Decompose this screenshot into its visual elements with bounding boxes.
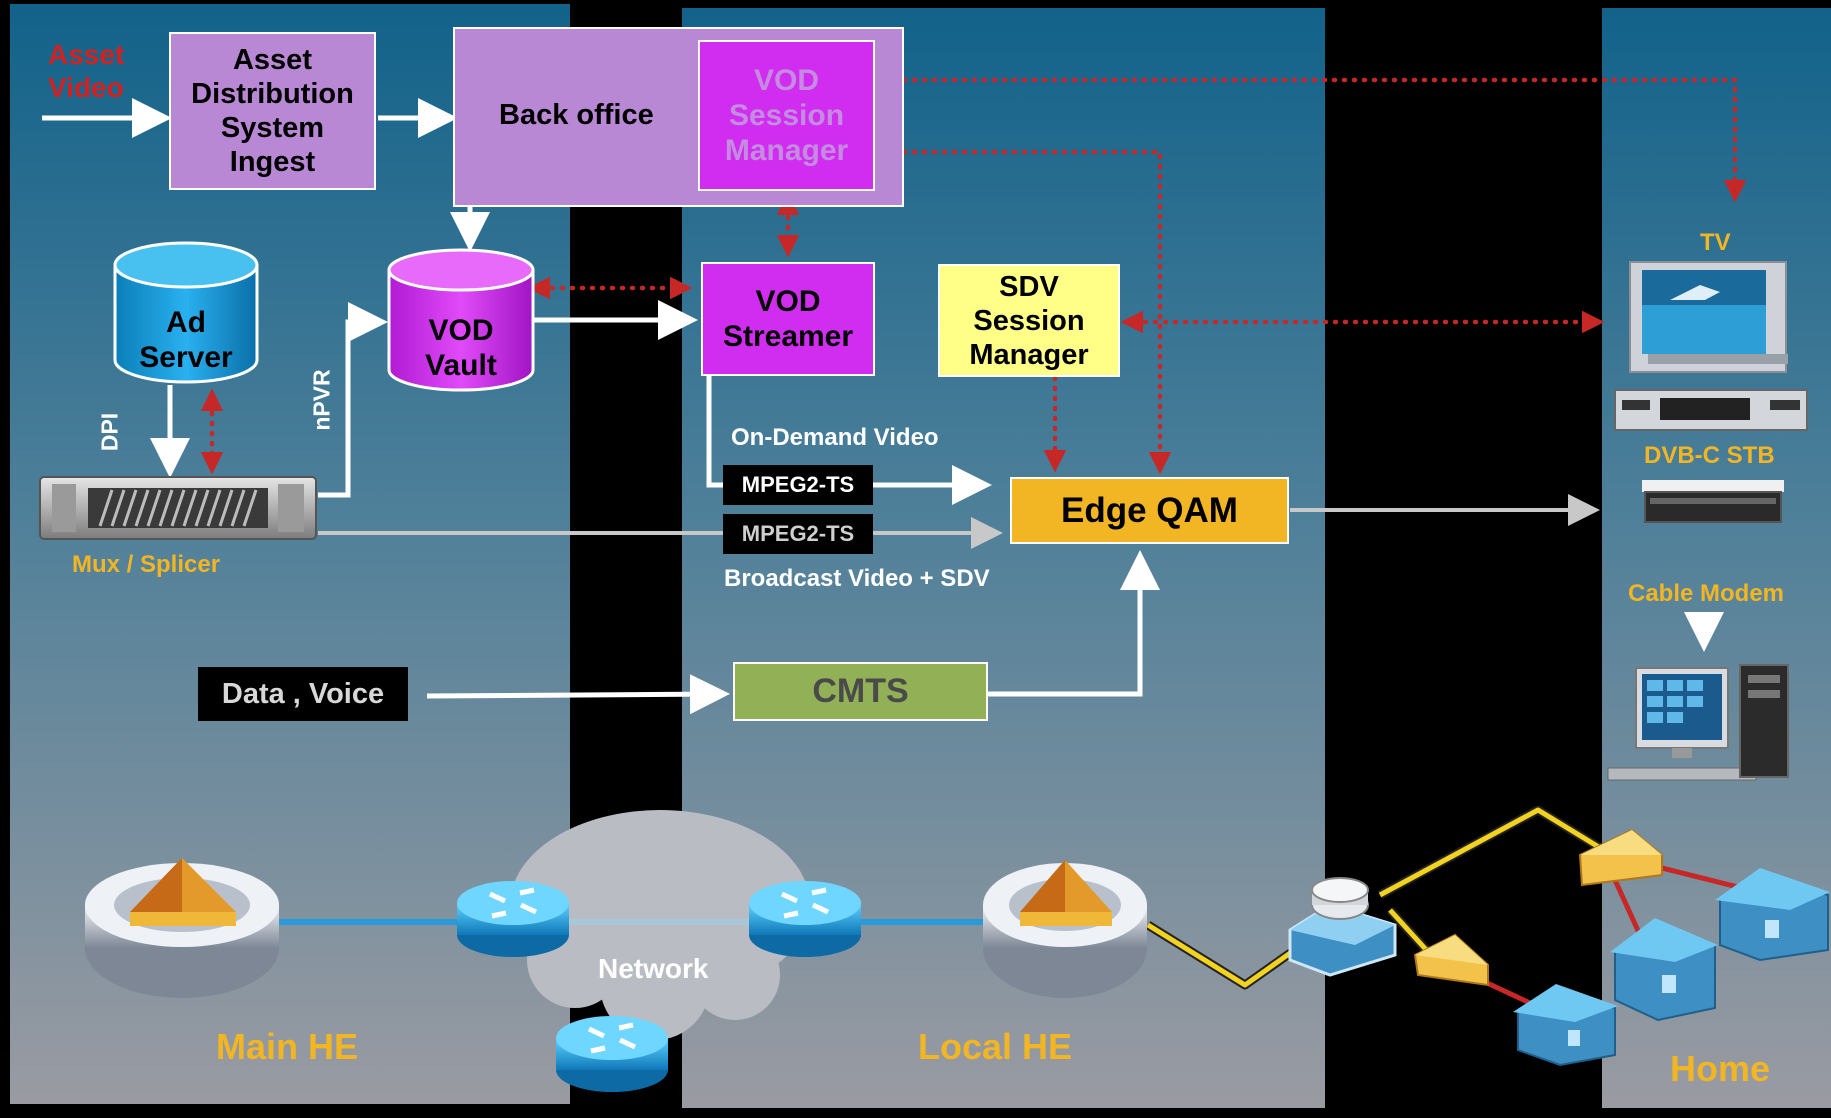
network-cloud — [510, 810, 810, 1040]
tap-icon-upper — [1578, 828, 1663, 887]
npvr-label: nPVR — [308, 369, 335, 431]
cable-modem-label: Cable Modem — [1628, 580, 1785, 607]
ads-ingest-box: Asset Distribution System Ingest — [169, 32, 376, 190]
dpi-label: DPI — [96, 412, 123, 452]
router-icon-right — [749, 881, 861, 957]
fiber-node-icon — [1288, 877, 1397, 977]
back-office-label: Back office — [499, 99, 654, 131]
home-label: Home — [1670, 1048, 1771, 1089]
signal-flows — [42, 98, 1724, 715]
broadcast-video-label: Broadcast Video + SDV — [724, 565, 990, 592]
network-label: Network — [598, 953, 709, 984]
on-demand-video-label: On-Demand Video — [731, 424, 939, 451]
house-icon-left — [1513, 984, 1618, 1067]
house-icon-middle — [1610, 918, 1718, 1022]
asset-video-label: Asset Video — [48, 39, 125, 103]
dvb-c-stb-label: DVB-C STB — [1644, 442, 1775, 469]
set-top-box-icon — [1642, 480, 1784, 523]
sdv-session-manager-box: SDV Session Manager — [938, 264, 1120, 377]
mux-splicer-device — [39, 476, 317, 540]
local-he-hub-icon — [983, 860, 1147, 998]
mux-splicer-label: Mux / Splicer — [72, 551, 221, 578]
mpeg2-ts-label-broadcast: MPEG2-TS — [723, 514, 873, 554]
router-icon-bottom — [556, 1016, 668, 1092]
data-voice-input: Data , Voice — [198, 667, 408, 721]
mpeg2-ts-label-vod: MPEG2-TS — [723, 465, 873, 505]
pc-icon — [1607, 664, 1789, 781]
dvb-c-stb-icon — [1614, 389, 1808, 431]
edge-qam-box: Edge QAM — [1010, 477, 1289, 544]
cmts-box: CMTS — [733, 662, 988, 721]
vod-session-manager-box: VOD Session Manager — [698, 40, 875, 191]
local-he-label: Local HE — [918, 1026, 1073, 1067]
main-he-hub-icon — [85, 858, 279, 998]
vod-streamer-box: VOD Streamer — [701, 262, 875, 376]
ad-server-cylinder — [113, 241, 259, 384]
house-icon-right — [1715, 868, 1830, 962]
ad-server-label: Ad Server — [139, 306, 233, 374]
router-icon-left — [457, 881, 569, 957]
tv-label: TV — [1700, 229, 1731, 256]
vod-vault-cylinder — [387, 248, 535, 392]
tap-icon-lower — [1413, 933, 1489, 987]
tv-icon — [1629, 261, 1788, 373]
vod-vault-label: VOD Vault — [425, 314, 497, 382]
main-he-label: Main HE — [216, 1026, 359, 1067]
